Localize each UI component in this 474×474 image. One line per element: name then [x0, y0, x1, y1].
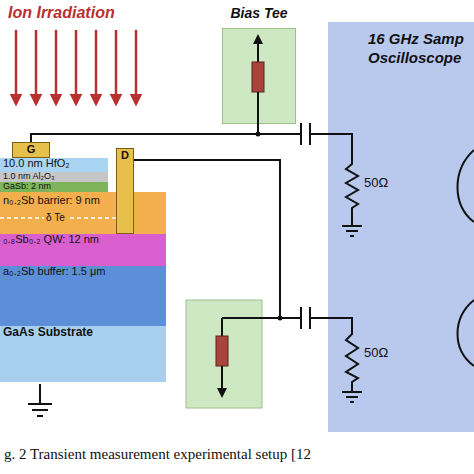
bias-tee-box [186, 300, 262, 408]
capacitor-gap [301, 310, 310, 326]
quantum-well-layer: ₀.₈Sb₀.₂ QW: 12 nm [0, 234, 166, 266]
substrate-layer: GaAs Substrate [0, 326, 166, 382]
node-label: G [13, 143, 49, 157]
wire [222, 317, 280, 319]
resistor-value: 50Ω [364, 346, 388, 360]
node-label: a₀.₂Sb buffer: 1.5 μm [3, 266, 166, 277]
wire [39, 384, 41, 404]
drawing-part [342, 391, 362, 393]
drawing-part [346, 230, 358, 232]
ion-arrow [55, 30, 58, 104]
ion-arrow [15, 30, 18, 104]
ion-arrow [35, 30, 38, 104]
capacitor-gap [301, 126, 310, 142]
node-label: 1.0 nm Al₂O₃ [3, 172, 108, 181]
wire [328, 134, 352, 160]
drain-contact: D [116, 148, 134, 234]
inductor-symbol [216, 336, 228, 366]
trace-curve [458, 150, 474, 222]
dc-arrow [257, 36, 259, 62]
ion-arrow [95, 30, 98, 104]
buffer-layer: a₀.₂Sb buffer: 1.5 μm [0, 266, 166, 326]
wire [221, 318, 223, 336]
drawing-part [28, 403, 52, 405]
ion-arrow [135, 30, 138, 104]
wire [257, 92, 259, 134]
gate-contact: G [12, 142, 50, 158]
ion-arrow [115, 30, 118, 104]
node-label: GaSb: 2 nm [3, 182, 108, 191]
junction-dot [256, 132, 261, 137]
drawing-part [346, 396, 358, 398]
node-label: Oscilloscope [368, 49, 474, 68]
ground-symbol [342, 392, 362, 402]
junction-dot [278, 316, 283, 321]
heading-label: Bias Tee [213, 5, 305, 23]
ground-symbol [342, 226, 362, 236]
node-label: D [117, 149, 133, 163]
cap-layer: GaSb: 2 nm [0, 182, 108, 192]
dc-arrow [221, 366, 223, 396]
inductor-symbol [252, 62, 264, 92]
drawing-part [37, 415, 43, 417]
doping-label: δ Te [44, 212, 67, 223]
wire-connector [31, 134, 328, 142]
oxide-layer: 1.0 nm Al₂O₃ [0, 172, 108, 182]
ion-arrows [16, 30, 136, 104]
ground-symbol [28, 404, 52, 416]
barrier-layer: n₀.₂Sb barrier: 9 nm [0, 192, 166, 234]
capacitor-plate [309, 123, 311, 145]
resistor-value: 50Ω [364, 176, 388, 190]
irradiation-label: Ion Irradiation [8, 4, 115, 22]
capacitor-plate [309, 307, 311, 329]
trace-curve [458, 300, 474, 366]
node-label: 16 GHz Samp [368, 30, 474, 49]
drawing-part [350, 401, 354, 403]
resistor-symbol [346, 330, 358, 392]
drawing-part [342, 225, 362, 227]
node-label: ₀.₈Sb₀.₂ QW: 12 nm [3, 234, 166, 245]
oxide-layer: 10.0 nm HfO₂ [0, 158, 108, 172]
resistor-symbol [346, 160, 358, 226]
node-label: 10.0 nm HfO₂ [3, 158, 108, 169]
node-label: GaAs Substrate [3, 326, 166, 338]
drawing-part [350, 235, 354, 237]
capacitor-plate [300, 123, 302, 145]
figure-caption: g. 2 Transient measurement experimental … [4, 446, 311, 463]
drawing-part [32, 409, 48, 411]
capacitor-plate [300, 307, 302, 329]
node-label: n₀.₂Sb barrier: 9 nm [3, 195, 166, 206]
wire [328, 318, 352, 330]
ion-arrow [75, 30, 78, 104]
